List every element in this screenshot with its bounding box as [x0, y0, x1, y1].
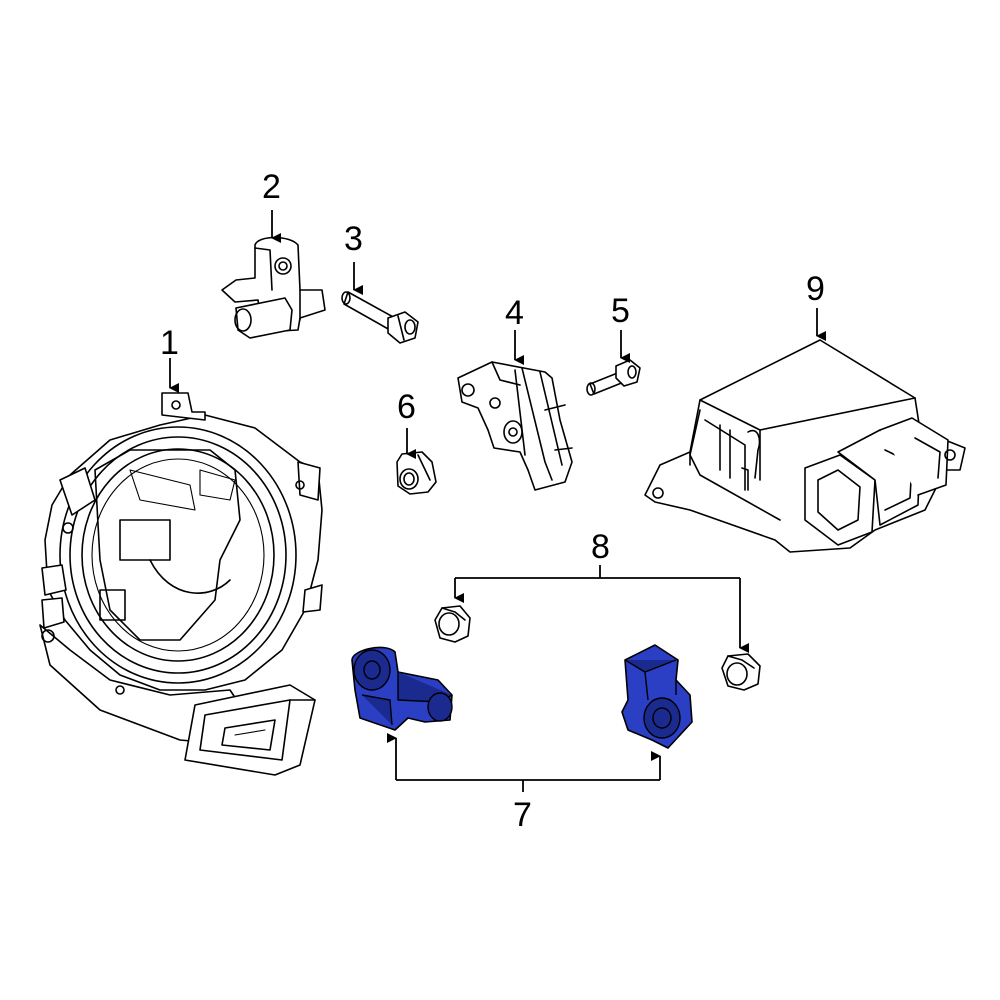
part-5-bolt[interactable] [586, 359, 641, 396]
callout-1: 1 [160, 324, 179, 362]
callout-2: 2 [262, 168, 281, 206]
callout-5: 5 [611, 292, 630, 330]
callout-6: 6 [397, 388, 416, 426]
part-7-sensor-right[interactable] [621, 644, 693, 749]
part-3-bolt[interactable] [341, 291, 419, 344]
part-4-sensor-bracket[interactable] [457, 361, 573, 491]
part-8-nut-right[interactable] [721, 653, 761, 691]
callout-numbers: 1 2 3 4 5 6 7 8 9 [160, 168, 825, 834]
callout-4: 4 [505, 294, 524, 332]
part-8-nut-left[interactable] [434, 605, 471, 643]
part-1-clockspring[interactable] [39, 392, 323, 776]
callout-9: 9 [806, 270, 825, 308]
callout-7: 7 [513, 796, 532, 834]
part-6-nut[interactable] [396, 451, 437, 495]
leader-lines [169, 210, 826, 792]
part-7-sensor-left[interactable] [351, 646, 453, 731]
callout-3: 3 [344, 220, 363, 258]
part-2-impact-sensor[interactable] [221, 236, 326, 339]
callout-8: 8 [591, 528, 610, 566]
part-9-airbag-module[interactable] [644, 339, 966, 553]
